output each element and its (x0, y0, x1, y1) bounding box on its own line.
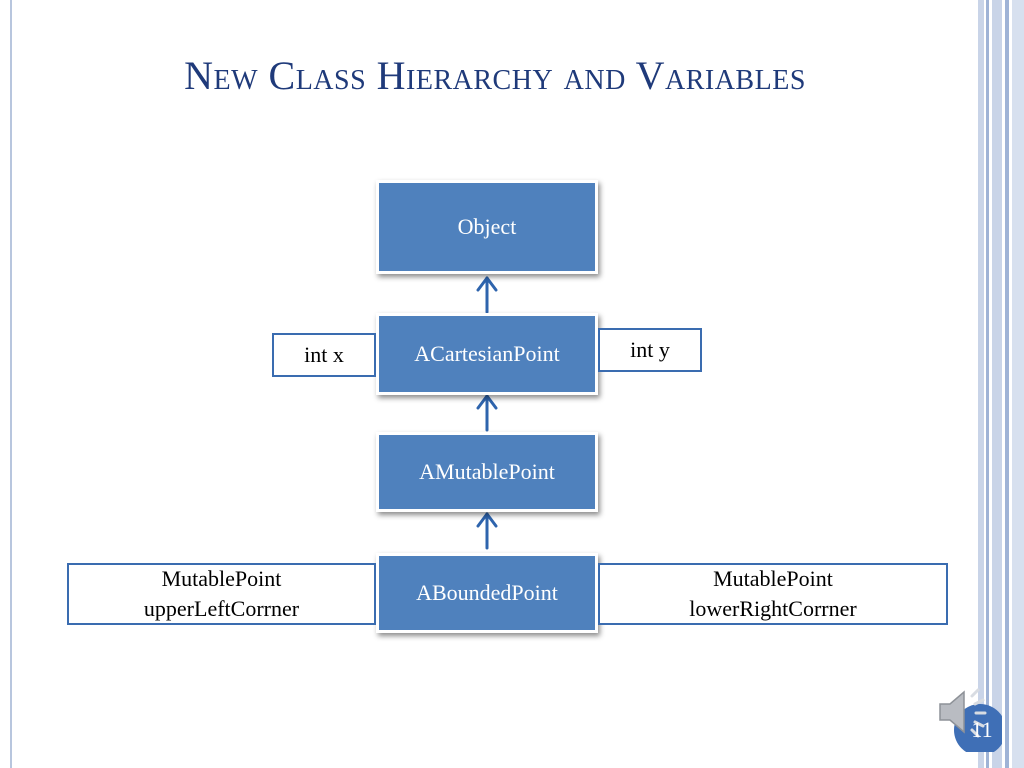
variable-name: lowerRightCorrner (689, 596, 857, 621)
slide-number: 11 (971, 717, 993, 742)
variable-type: MutablePoint (713, 566, 833, 591)
variable-int-y[interactable]: int y (598, 328, 702, 372)
arrow-bounded-to-mutable (476, 512, 498, 550)
variable-type: MutablePoint (161, 566, 282, 591)
arrow-cartesian-to-object (476, 276, 498, 314)
arrow-mutable-to-cartesian (476, 394, 498, 432)
speaker-icon[interactable] (932, 682, 1002, 752)
slide-title: New Class Hierarchy and Variables (184, 53, 806, 98)
class-acartesianpoint[interactable]: ACartesianPoint (376, 313, 598, 395)
class-amutablepoint[interactable]: AMutablePoint (376, 432, 598, 512)
variable-name: upperLeftCorrner (143, 596, 300, 621)
class-aboundedpoint[interactable]: ABoundedPoint (376, 553, 598, 633)
left-border-rule (10, 0, 12, 768)
variable-int-x[interactable]: int x (272, 333, 376, 377)
class-object[interactable]: Object (376, 180, 598, 274)
right-decorative-stripes (978, 0, 1024, 768)
variable-lower-right-corner[interactable]: MutablePoint lowerRightCorrner (598, 563, 948, 625)
variable-upper-left-corner[interactable]: MutablePoint upperLeftCorrner (67, 563, 376, 625)
